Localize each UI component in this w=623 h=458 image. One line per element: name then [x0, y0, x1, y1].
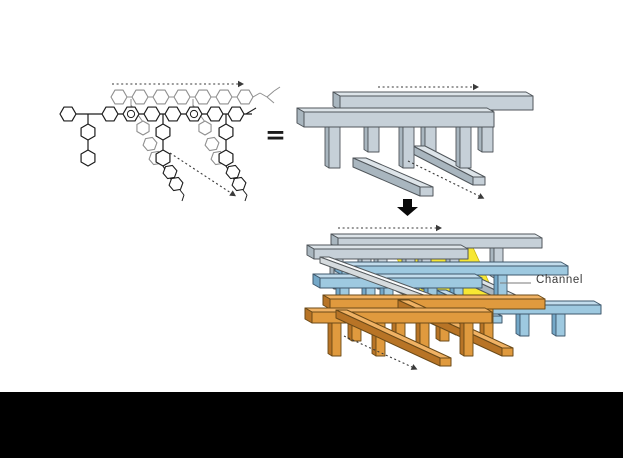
down-arrow-icon [397, 199, 418, 216]
stacked-beam-model [304, 224, 602, 370]
bottom-black-bar [0, 392, 623, 458]
single-layer-beam-model [296, 83, 534, 199]
chain-direction-arrow-icon [112, 80, 244, 88]
stacking-direction-arrow-icon [407, 160, 485, 199]
orange-layer [304, 294, 546, 367]
channel-label: Channel [536, 274, 584, 286]
stacking-direction-arrow-icon [343, 335, 418, 370]
polymer-front-chain [59, 106, 257, 202]
polymer-chemical-structure [59, 80, 281, 202]
chain-direction-arrow-icon [378, 83, 479, 91]
polymer-back-chain [110, 86, 281, 166]
equals-sign: = [265, 120, 286, 149]
chain-direction-arrow-icon [338, 224, 442, 232]
beam-comb-pair [296, 91, 534, 197]
stacking-direction-arrow-icon [169, 152, 237, 197]
